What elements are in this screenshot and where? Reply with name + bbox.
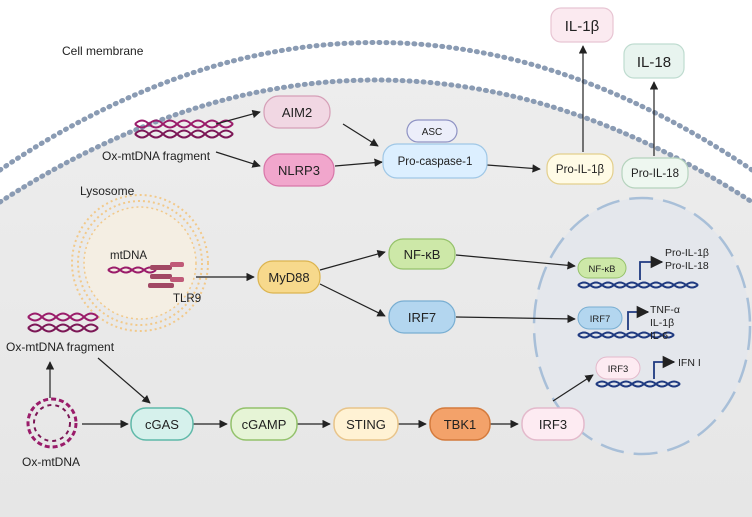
nucleus-irf7-label: IRF7 (590, 314, 611, 325)
node-nfkb-label: NF-κB (404, 247, 441, 262)
node-sting: STING (333, 407, 399, 441)
mtdna-helix (107, 266, 157, 274)
membrane-inner (0, 77, 752, 205)
lysosome: Lysosome mtDNA TLR9 (71, 184, 209, 332)
node-pro-il18-label: Pro-IL-18 (631, 168, 679, 180)
node-pro-caspase1: Pro-caspase-1 (382, 143, 488, 179)
node-nlrp3-label: NLRP3 (278, 163, 320, 178)
ox-mtdna-fragment-left: Ox-mtDNA fragment (6, 312, 115, 354)
node-il18-out-label: IL-18 (637, 54, 671, 71)
ox-mtdna-circle: Ox-mtDNA (22, 397, 80, 469)
nucleus-irf3-label: IRF3 (608, 364, 629, 375)
node-il18-out: IL-18 (623, 43, 685, 79)
irf7-gene-1: TNF-α (650, 304, 680, 316)
nucleus-nfkb-label: NF-κB (589, 264, 616, 275)
tlr9-receptor (148, 262, 184, 288)
node-il1b-out: IL-1β (550, 7, 614, 43)
node-cgas-label: cGAS (145, 417, 179, 432)
node-aim2: AIM2 (263, 95, 331, 129)
cell-membrane-label: Cell membrane (62, 44, 144, 58)
ox-mtdna-fragment-top: Ox-mtDNA fragment (102, 119, 234, 163)
node-myd88-label: MyD88 (268, 270, 309, 285)
node-nfkb: NF-κB (388, 238, 456, 270)
node-cgamp: cGAMP (230, 407, 298, 441)
node-cgamp-label: cGAMP (242, 417, 287, 432)
lysosome-label: Lysosome (80, 184, 135, 198)
node-cgas: cGAS (130, 407, 194, 441)
node-irf7-label: IRF7 (408, 310, 436, 325)
node-aim2-label: AIM2 (282, 105, 312, 120)
ox-fragment-left-label: Ox-mtDNA fragment (6, 340, 115, 354)
nfkb-gene-2: Pro-IL-18 (665, 260, 709, 272)
nfkb-gene-1: Pro-IL-1β (665, 247, 709, 259)
node-nlrp3: NLRP3 (263, 153, 335, 187)
node-irf7: IRF7 (388, 300, 456, 334)
arrows (45, 45, 659, 429)
irf7-gene-3: IL-6 (650, 330, 668, 342)
nucleus-irf3-gene: IRF3 IFN I (595, 355, 701, 388)
irf7-gene-2: IL-1β (650, 317, 674, 329)
node-myd88: MyD88 (257, 260, 321, 294)
node-pro-il1b: Pro-IL-1β (546, 153, 614, 185)
ox-fragment-top-label: Ox-mtDNA fragment (102, 149, 211, 163)
node-pro-il1b-label: Pro-IL-1β (556, 164, 605, 176)
irf3-gene-1: IFN I (678, 357, 701, 369)
node-irf3-label: IRF3 (539, 417, 567, 432)
node-tbk1: TBK1 (429, 407, 491, 441)
node-il1b-out-label: IL-1β (565, 18, 600, 35)
node-sting-label: STING (346, 417, 386, 432)
node-pro-il18: Pro-IL-18 (621, 157, 689, 189)
node-asc: ASC (406, 119, 458, 143)
tlr9-label: TLR9 (173, 293, 201, 305)
ox-mtdna-label: Ox-mtDNA (22, 455, 80, 469)
node-pro-caspase1-label: Pro-caspase-1 (398, 156, 473, 168)
nucleus-irf7-gene: IRF7 TNF-α IL-1β IL-6 (577, 304, 680, 342)
mtdna-label: mtDNA (110, 250, 147, 262)
membrane-outer (0, 40, 752, 173)
nucleus-nfkb-gene: NF-κB Pro-IL-1β Pro-IL-18 (577, 247, 709, 289)
node-tbk1-label: TBK1 (444, 417, 477, 432)
node-asc-label: ASC (422, 127, 443, 138)
node-irf3: IRF3 (521, 407, 585, 441)
